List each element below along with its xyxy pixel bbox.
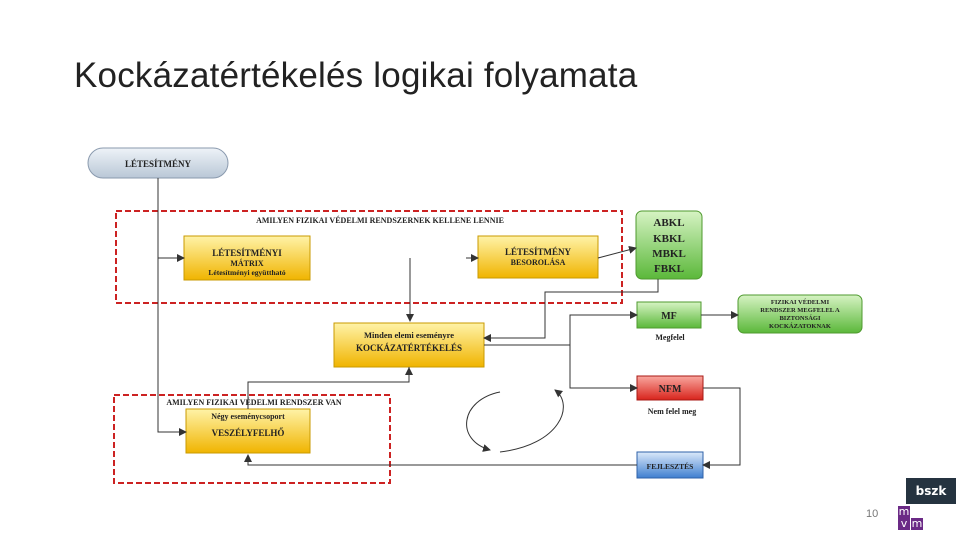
mf-node: MF Megfelel: [636, 301, 702, 342]
connector-nfm-development: [702, 387, 741, 469]
classification-node: LÉTESÍTMÉNY BESOROLÁSA: [477, 235, 599, 279]
page-title: Kockázatértékelés logikai folyamata: [74, 56, 638, 95]
threat-node: Négy eseménycsoport VESZÉLYFELHŐ: [185, 408, 311, 454]
result-label-2: RENDSZER MEGFELEL A: [760, 307, 840, 314]
class-item-4: FBKL: [654, 263, 684, 275]
logo-letter-v: v: [898, 518, 910, 530]
threat-label-2: VESZÉLYFELHŐ: [212, 428, 285, 438]
nfm-caption: Nem felel meg: [648, 407, 696, 416]
logo-letter-m2: m: [911, 517, 923, 530]
classification-label-1: LÉTESÍTMÉNY: [505, 247, 572, 257]
risk-label-1: Minden elemi eseményre: [364, 330, 454, 340]
connector-to-classes: [597, 245, 637, 259]
logo-text: bszk: [906, 478, 956, 504]
threat-label-1: Négy eseménycsoport: [211, 412, 285, 421]
matrix-label-3: Létesítményi együttható: [208, 268, 286, 277]
result-node: FIZIKAI VÉDELMI RENDSZER MEGFELEL A BIZT…: [737, 294, 863, 334]
matrix-node: LÉTESÍTMÉNYI MÁTRIX Létesítményi együtth…: [183, 235, 311, 281]
nfm-label: NFM: [659, 384, 682, 395]
logo-letter-m: m: [898, 505, 910, 518]
connector-classes-risk: [483, 279, 659, 342]
class-item-2: KBKL: [653, 233, 685, 245]
connectors: [157, 178, 741, 469]
development-node: FEJLESZTÉS: [636, 451, 704, 479]
connector-facility-threat: [157, 178, 187, 436]
facility-node: LÉTESÍTMÉNY: [87, 147, 229, 179]
nfm-node: NFM Nem felel meg: [636, 375, 704, 416]
matrix-label-1: LÉTESÍTMÉNYI: [212, 248, 282, 258]
connector-risk-nfm: [569, 345, 638, 392]
development-label: FEJLESZTÉS: [647, 461, 694, 471]
mf-caption: Megfelel: [655, 333, 685, 342]
connector-risk-mf: [484, 311, 638, 346]
bszk-logo: bszk m v m: [898, 478, 956, 530]
group-existing: AMILYEN FIZIKAI VÉDELMI RENDSZER VAN: [113, 394, 391, 484]
group-existing-label: AMILYEN FIZIKAI VÉDELMI RENDSZER VAN: [166, 397, 342, 407]
facility-label: LÉTESÍTMÉNY: [125, 159, 192, 169]
risk-assessment-node: Minden elemi eseményre KOCKÁZATÉRTÉKELÉS: [333, 322, 485, 368]
class-list-node: ABKL KBKL MBKL FBKL: [635, 210, 703, 280]
class-item-3: MBKL: [652, 248, 686, 260]
matrix-label-2: MÁTRIX: [230, 258, 264, 268]
cycle-arrow-right: [499, 389, 564, 453]
group-should-label: AMILYEN FIZIKAI VÉDELMI RENDSZERNEK KELL…: [256, 215, 504, 225]
class-item-1: ABKL: [653, 217, 684, 229]
risk-label-2: KOCKÁZATÉRTÉKELÉS: [356, 343, 462, 353]
result-label-4: KOCKÁZATOKNAK: [769, 322, 831, 330]
result-label-1: FIZIKAI VÉDELMI: [771, 298, 830, 306]
group-should-be: AMILYEN FIZIKAI VÉDELMI RENDSZERNEK KELL…: [115, 210, 623, 304]
page-number: 10: [866, 508, 879, 520]
result-label-3: BIZTONSÁGI: [779, 314, 821, 322]
mf-label: MF: [661, 311, 677, 322]
cycle-arrow-left: [466, 391, 501, 452]
classification-label-2: BESOROLÁSA: [511, 257, 566, 267]
connector-development-threat: [244, 454, 637, 466]
